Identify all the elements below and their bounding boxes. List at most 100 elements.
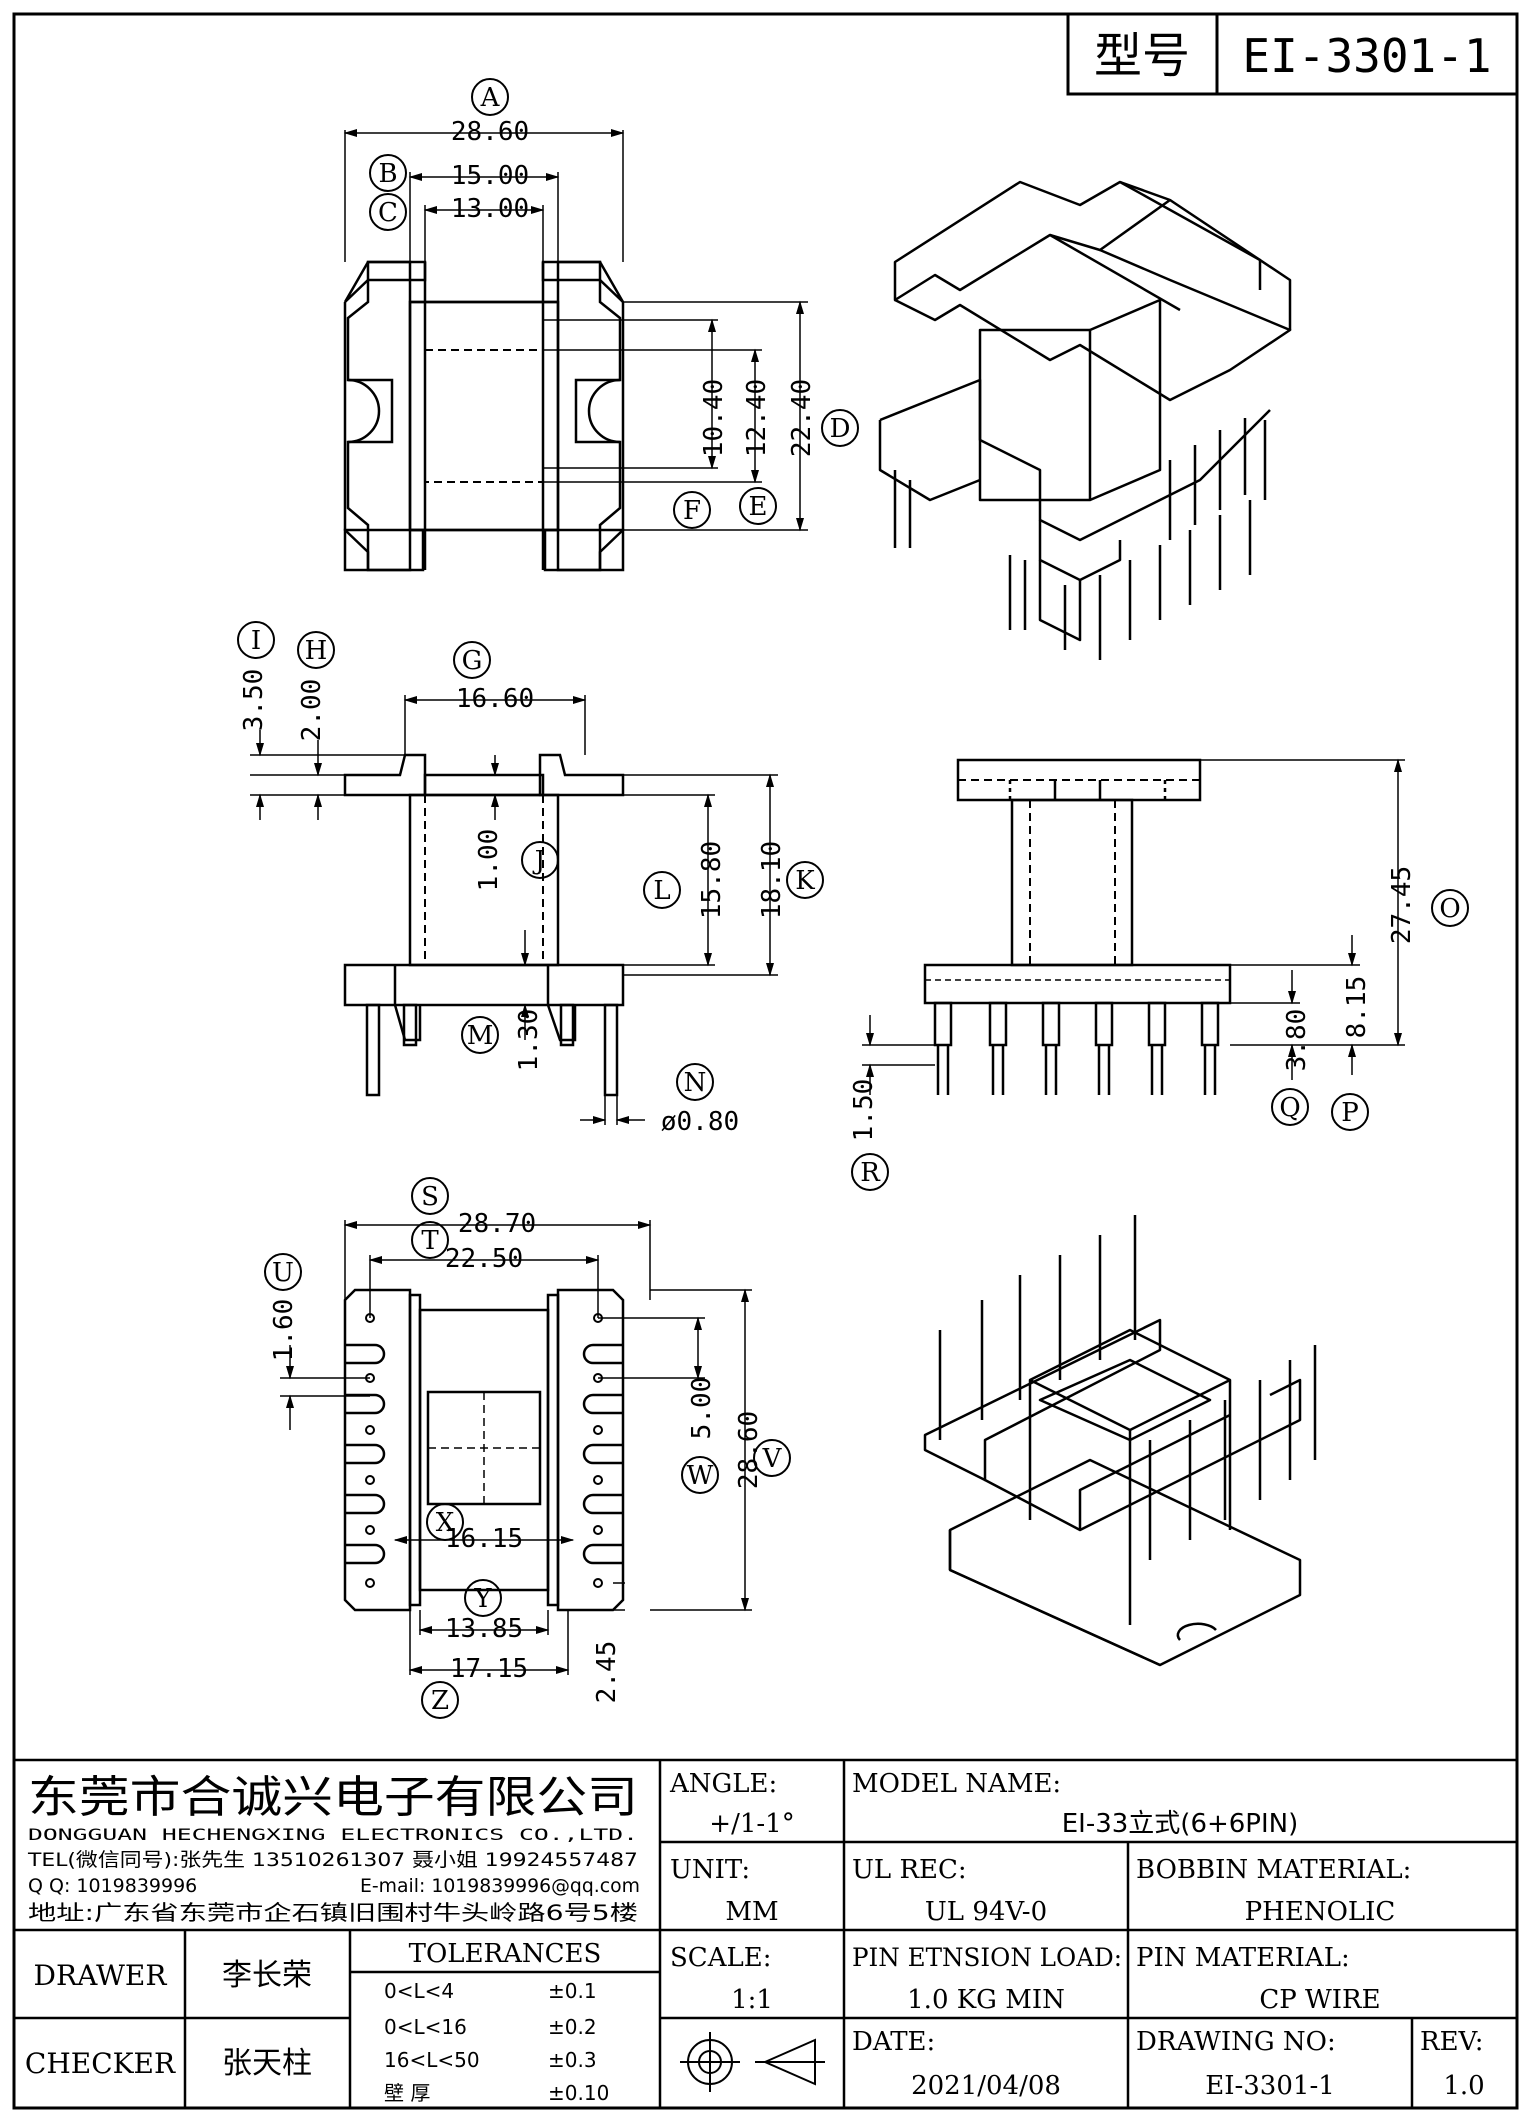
scale-value: 1:1 [731, 1985, 773, 2015]
front-view [343, 753, 625, 1097]
title-block-grid [14, 1758, 1517, 2108]
tolerance-value: ±0.1 [548, 1979, 597, 2003]
callout-d: D [830, 414, 851, 444]
company-address: 地址:广东省东莞市企石镇旧围村牛头岭路6号5楼 [28, 1901, 638, 1925]
angle-label: ANGLE: [669, 1769, 777, 1799]
rev-value: 1.0 [1443, 2071, 1484, 2101]
isometric-view-top [878, 180, 1292, 660]
drawing-no-value: EI-3301-1 [1205, 2071, 1335, 2101]
company-name-en: DONGGUAN HECHENGXING ELECTRONICS CO.,LTD… [28, 1825, 638, 1844]
tolerance-range: 0<L<16 [384, 2015, 467, 2039]
side-view-dims [862, 758, 1405, 1095]
dim-z2: 2.45 [592, 1641, 622, 1704]
model-name-label: MODEL NAME: [852, 1769, 1061, 1799]
dim-w: 5.00 [687, 1377, 717, 1440]
dim-q: 3.80 [1282, 1009, 1312, 1072]
date-label: DATE: [852, 2027, 935, 2057]
tolerance-table: 0<L<4 ±0.1 0<L<16 ±0.2 16<L<50 ±0.3 壁 厚 … [384, 1979, 609, 2105]
dim-r: 1.50 [849, 1079, 879, 1142]
callout-k: K [795, 866, 815, 896]
dim-b: 15.00 [451, 161, 529, 191]
callout-m: M [467, 1021, 494, 1051]
dim-v: 28.60 [734, 1411, 764, 1489]
checker-name: 张天柱 [222, 2046, 312, 2081]
tolerance-value: ±0.3 [548, 2048, 597, 2072]
scale-label: SCALE: [670, 1943, 772, 1973]
callout-w: W [687, 1461, 714, 1491]
dim-j: 1.00 [474, 829, 504, 892]
callout-y: Y [473, 1584, 492, 1614]
pin-material-value: CP WIRE [1259, 1985, 1380, 2015]
dim-i: 3.50 [239, 669, 269, 732]
dim-p: 8.15 [1342, 976, 1372, 1039]
bobbin-material-value: PHENOLIC [1245, 1897, 1396, 1927]
tolerance-value: ±0.2 [548, 2015, 597, 2039]
tolerance-range: 0<L<4 [384, 1979, 454, 2003]
callout-x: X [436, 1508, 455, 1538]
company-qq: Q Q: 1019839996 [28, 1875, 197, 1897]
bobbin-material-label: BOBBIN MATERIAL: [1136, 1855, 1411, 1885]
unit-label: UNIT: [670, 1855, 750, 1885]
dim-m: 1.30 [514, 1009, 544, 1072]
callout-p: P [1341, 1098, 1359, 1128]
dim-d: 22.40 [787, 379, 817, 457]
dim-l: 15.80 [697, 841, 727, 919]
callout-n: N [684, 1068, 707, 1098]
callout-v: V [762, 1444, 783, 1474]
side-view [923, 758, 1232, 1095]
type-label: 型号 [1094, 28, 1190, 84]
callout-e: E [749, 492, 768, 522]
drawing-no-label: DRAWING NO: [1136, 2027, 1336, 2057]
dim-s: 28.70 [458, 1209, 536, 1239]
tolerances-label: TOLERANCES [409, 1939, 602, 1969]
dim-h: 2.00 [297, 679, 327, 742]
header-box: 型号 EI-3301-1 [1066, 12, 1519, 96]
dim-f: 10.40 [699, 379, 729, 457]
callout-j: J [532, 846, 545, 876]
dim-c: 13.00 [451, 194, 529, 224]
callout-b: B [378, 159, 397, 189]
drawer-label: DRAWER [34, 1959, 168, 1992]
company-name-cn: 东莞市合诚兴电子有限公司 [28, 1772, 638, 1823]
pin-load-value: 1.0 KG MIN [907, 1985, 1065, 2015]
checker-label: CHECKER [25, 2047, 176, 2080]
tolerance-range: 壁 厚 [384, 2081, 430, 2105]
dim-z: 17.15 [450, 1654, 528, 1684]
callout-u: U [272, 1258, 294, 1288]
model-code: EI-3301-1 [1242, 29, 1491, 83]
top-view-dims [343, 128, 808, 532]
bottom-view-dims [280, 1220, 752, 1675]
callout-r: R [860, 1158, 881, 1188]
dim-e: 12.40 [742, 379, 772, 457]
unit-value: MM [725, 1897, 778, 1927]
angle-value: +/1-1° [709, 1809, 794, 1839]
model-name-value: EI-33立式(6+6PIN) [1062, 1809, 1299, 1839]
callout-i: I [251, 626, 261, 656]
dim-g: 16.60 [456, 684, 534, 714]
callout-letters: A B C D E F G H I J K L M N O P Q R S T … [251, 83, 1461, 1716]
sheet-border [12, 12, 1519, 2110]
dim-y: 13.85 [445, 1614, 523, 1644]
ul-label: UL REC: [852, 1855, 967, 1885]
callout-c: C [378, 198, 398, 228]
dim-k: 18.10 [757, 841, 787, 919]
isometric-view-bottom [923, 1215, 1317, 1667]
front-view-dims [250, 695, 778, 1125]
rev-label: REV: [1420, 2027, 1483, 2057]
callout-g: G [462, 646, 483, 676]
callout-h: H [305, 636, 328, 666]
bottom-view [343, 1288, 625, 1612]
dim-a: 28.60 [451, 117, 529, 147]
ul-value: UL 94V-0 [925, 1897, 1047, 1927]
tolerance-value: ±0.10 [548, 2081, 609, 2105]
dim-n: ø0.80 [661, 1107, 739, 1137]
top-view [343, 260, 625, 572]
callout-z: Z [431, 1686, 449, 1716]
callout-o: O [1439, 894, 1460, 924]
callout-a: A [480, 83, 501, 113]
callout-q: Q [1279, 1093, 1300, 1123]
callout-s: S [421, 1182, 439, 1212]
callout-t: T [421, 1226, 439, 1256]
dim-x: 16.15 [445, 1524, 523, 1554]
